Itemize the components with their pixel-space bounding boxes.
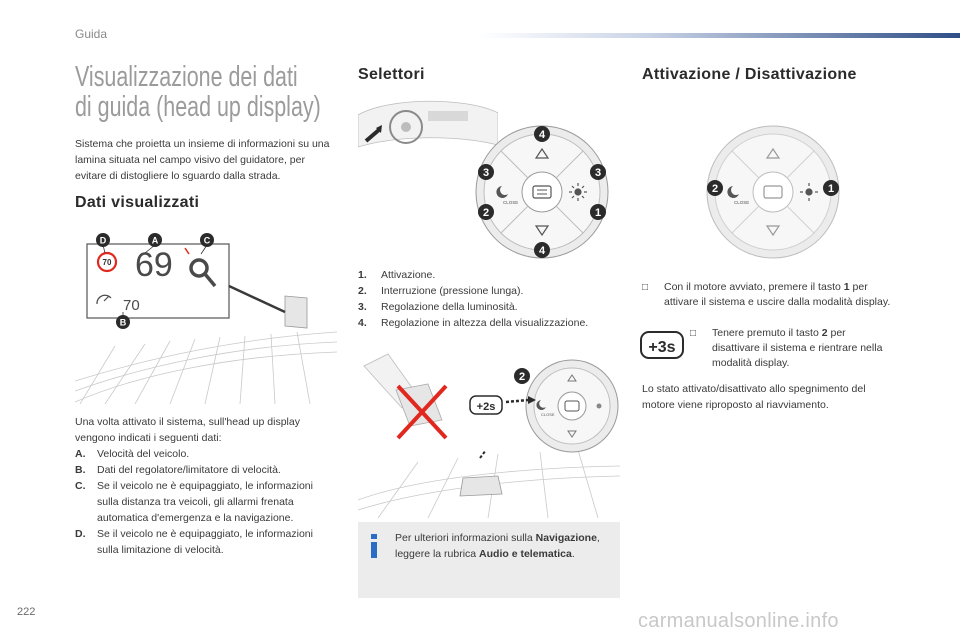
- callout-3-right: 3: [590, 164, 606, 180]
- callout-2: 2: [478, 204, 494, 220]
- callout-b: B: [116, 315, 130, 329]
- list-item: D.Se il veicolo ne è equipaggiato, le in…: [75, 528, 313, 556]
- checkbox-icon: □: [642, 282, 649, 293]
- activation-step-1-text: Con il motore avviato, premere il tasto …: [664, 281, 891, 308]
- list-item: 2.Interruzione (pressione lunga).: [358, 285, 524, 297]
- up-arrow-icon: [534, 147, 550, 159]
- set-speed-value: 70: [123, 297, 140, 314]
- activation-step-2: □ Tenere premuto il tasto 2 per disattiv…: [690, 326, 890, 371]
- dashboard-lines: [75, 331, 337, 404]
- vehicle-speed-value: 69: [135, 246, 173, 284]
- deactivation-illustration: CLOSE 2 +2s: [358, 353, 620, 518]
- section-label: Guida: [75, 27, 108, 41]
- activation-wheel-illustration: CLOSE 2 1: [706, 125, 840, 259]
- moon-icon: [496, 186, 508, 198]
- callout-4-top: 4: [534, 126, 550, 142]
- dashboard-location-illustration: [358, 100, 498, 148]
- list-item: 4.Regolazione in altezza della visualizz…: [358, 317, 589, 329]
- svg-text:+2s: +2s: [477, 401, 496, 413]
- info-link-navigazione: Navigazione: [535, 532, 597, 544]
- hud-lamina: [284, 295, 308, 329]
- hud-mode-icon: [564, 400, 580, 412]
- list-item: 1.Attivazione.: [358, 269, 436, 281]
- svg-text:3: 3: [483, 167, 489, 179]
- heading-attivazione: Attivazione / Disattivazione: [642, 66, 857, 83]
- list-item: B.Dati del regolatore/limitatore di velo…: [75, 464, 281, 476]
- speed-limit-sign-value: 70: [103, 258, 112, 267]
- speed-limit-sign: 70: [96, 251, 118, 273]
- moon-icon: [727, 186, 739, 198]
- selector-wheel-illustration: CLOSE 4 3 3 2 1 4: [475, 125, 609, 259]
- svg-text:4: 4: [539, 245, 546, 257]
- page-title: Visualizzazione dei dati di guida (head …: [75, 61, 321, 123]
- callout-c: C: [200, 233, 214, 247]
- header-gradient-bar: [480, 33, 960, 38]
- close-label: CLOSE: [734, 200, 749, 205]
- activation-step-1: □ Con il motore avviato, premere il tast…: [642, 280, 892, 310]
- sun-icon: [800, 183, 818, 201]
- svg-text:2: 2: [712, 183, 718, 195]
- page-title-line2: di guida (head up display): [75, 91, 321, 123]
- hold-3s-badge: +3s: [640, 331, 684, 359]
- svg-text:B: B: [120, 318, 127, 328]
- hud-mode-icon: [532, 185, 552, 199]
- callout-4-bottom: 4: [534, 242, 550, 258]
- callout-3-left: 3: [478, 164, 494, 180]
- svg-text:4: 4: [539, 129, 546, 141]
- info-box: Per ulteriori informazioni sulla Navigaz…: [358, 522, 620, 598]
- heading-selettori: Selettori: [358, 66, 425, 83]
- sun-icon: [569, 183, 587, 201]
- close-label: CLOSE: [541, 412, 555, 417]
- navigation-arrow-icon: [189, 258, 217, 288]
- close-label: CLOSE: [503, 200, 518, 205]
- svg-text:A: A: [152, 236, 159, 246]
- page-title-line1: Visualizzazione dei dati: [75, 61, 298, 93]
- up-arrow-icon: [765, 147, 781, 159]
- list-item: C.Se il veicolo ne è equipaggiato, le in…: [75, 480, 313, 524]
- svg-text:1: 1: [595, 207, 601, 219]
- callout-1: 1: [590, 204, 606, 220]
- info-icon: [371, 534, 377, 558]
- callout-d: D: [96, 233, 110, 247]
- callout-2: 2: [514, 368, 530, 384]
- hud-mode-icon: [763, 185, 783, 199]
- svg-text:C: C: [204, 236, 211, 246]
- activation-step-2-text: Tenere premuto il tasto 2 per disattivar…: [712, 327, 883, 369]
- selettori-list: 1.Attivazione. 2.Interruzione (pressione…: [358, 267, 620, 331]
- list-item: 3.Regolazione della luminosità.: [358, 301, 518, 313]
- up-arrow-icon: [567, 374, 577, 382]
- list-item: A.Velocità del veicolo.: [75, 448, 190, 460]
- down-arrow-icon: [765, 225, 781, 237]
- dati-description: Una volta attivato il sistema, sull'head…: [75, 414, 337, 558]
- down-arrow-icon: [567, 430, 577, 438]
- info-text: Per ulteriori informazioni sulla Navigaz…: [395, 532, 600, 560]
- hud-display-illustration: 70 69 70 D A C B: [75, 233, 337, 404]
- intro-text: Sistema che proietta un insieme di infor…: [75, 138, 330, 182]
- activation-note: Lo stato attivato/disattivato allo spegn…: [642, 383, 866, 411]
- callout-1: 1: [823, 180, 839, 196]
- moon-icon: [536, 400, 546, 410]
- sun-icon: [596, 403, 602, 409]
- cruise-control-icon: [96, 294, 112, 305]
- red-cross-icon: [396, 384, 448, 440]
- down-arrow-icon: [534, 225, 550, 237]
- svg-text:D: D: [100, 236, 107, 246]
- info-link-audio: Audio e telematica: [479, 548, 572, 560]
- watermark: carmanualsonline.info: [638, 610, 839, 632]
- page-number: 222: [17, 606, 36, 618]
- svg-text:3: 3: [595, 167, 601, 179]
- callout-a: A: [148, 233, 162, 247]
- checkbox-icon: □: [690, 328, 697, 339]
- svg-text:2: 2: [519, 371, 525, 383]
- callout-2: 2: [707, 180, 723, 196]
- hold-2s-badge: +2s: [469, 395, 503, 415]
- heading-dati-visualizzati: Dati visualizzati: [75, 194, 200, 211]
- svg-text:1: 1: [828, 183, 834, 195]
- svg-text:+3s: +3s: [648, 339, 675, 356]
- svg-text:2: 2: [483, 207, 489, 219]
- dati-lead: Una volta attivato il sistema, sull'head…: [75, 416, 300, 444]
